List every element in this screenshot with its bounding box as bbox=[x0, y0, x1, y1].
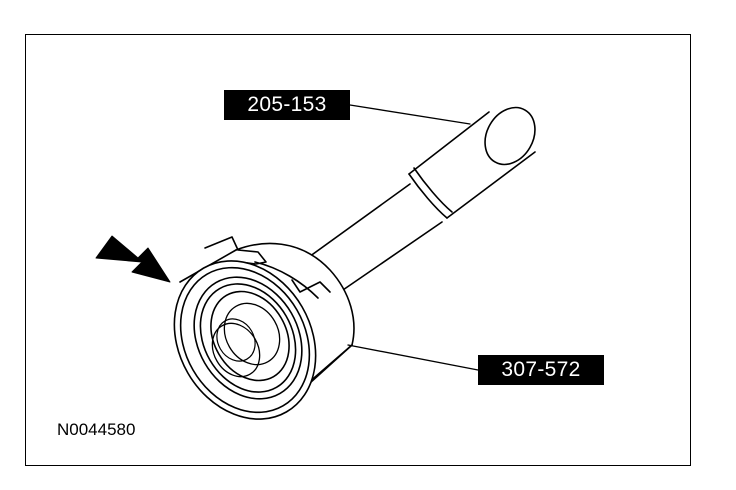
callout-307-572: 307-572 bbox=[478, 355, 604, 385]
handle-shaft bbox=[301, 106, 536, 293]
leader-line-307-572 bbox=[347, 344, 479, 371]
front-face-rings bbox=[173, 260, 317, 420]
leader-line-205-153 bbox=[349, 104, 471, 125]
figure-frame bbox=[25, 34, 691, 466]
figure-id: N0044580 bbox=[57, 420, 136, 439]
callout-205-153: 205-153 bbox=[224, 90, 350, 120]
direction-arrow-icon bbox=[95, 235, 171, 283]
